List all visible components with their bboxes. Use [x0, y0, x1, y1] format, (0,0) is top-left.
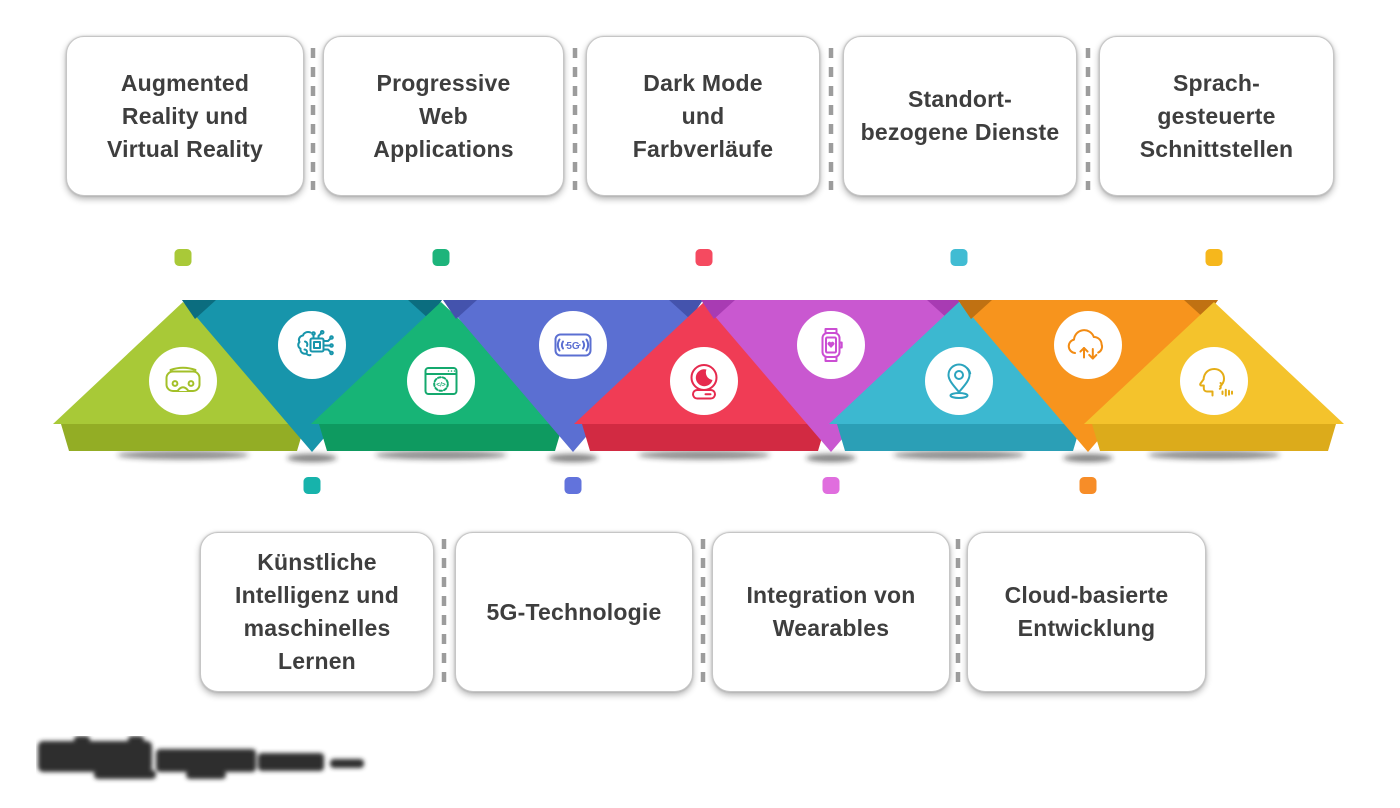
- triangle-shadow: [1148, 450, 1280, 460]
- smartwatch-icon: [821, 328, 843, 362]
- icon-circle: [407, 347, 475, 415]
- triangle-shadow: [806, 454, 856, 462]
- connector-marker: [695, 249, 713, 266]
- topic-card-5g: 5G-Technologie: [455, 532, 693, 692]
- topic-card-label: Standort- bezogene Dienste: [860, 86, 1060, 145]
- topic-card-voice-interfaces: Sprach- gesteuerte Schnittstellen: [1099, 36, 1334, 196]
- triangle-shadow: [548, 454, 598, 462]
- topic-card-cloud: Cloud-basierte Entwicklung: [967, 532, 1206, 692]
- topic-card-label: Cloud-basierte Entwicklung: [1004, 582, 1169, 641]
- connector-marker: [950, 249, 968, 266]
- moon-ball-icon: [690, 364, 718, 400]
- topic-card-location-services: Standort- bezogene Dienste: [843, 36, 1077, 196]
- topic-card-label: Künstliche Intelligenz und maschinelles …: [235, 549, 399, 674]
- connector-marker: [1079, 477, 1097, 494]
- triangle-shadow: [1063, 454, 1113, 462]
- topic-card-label: Augmented Reality und Virtual Reality: [107, 69, 263, 162]
- cloud-sync-icon: [1067, 329, 1104, 360]
- triangle-shadow: [117, 450, 249, 460]
- triangle-up: [1084, 302, 1344, 451]
- triangle-up: [574, 302, 834, 451]
- icon-circle: [149, 347, 217, 415]
- ai-chip-icon: [297, 330, 334, 357]
- triangle-shadow: [287, 454, 337, 462]
- svg-text:</>: </>: [436, 381, 446, 388]
- topic-card-progressive-web-apps: Progressive Web Applications: [323, 36, 564, 196]
- triangle-down: [701, 300, 961, 452]
- icon-circle: [278, 311, 346, 379]
- topic-card-label: 5G-Technologie: [486, 598, 662, 625]
- icon-circle: [1054, 311, 1122, 379]
- connector-marker: [174, 249, 192, 266]
- triangle-shadow: [638, 450, 770, 460]
- connector-marker: [303, 477, 321, 494]
- topic-card-label: Sprach- gesteuerte Schnittstellen: [1139, 69, 1294, 162]
- connector-marker: [822, 477, 840, 494]
- triangle-shadow: [375, 450, 507, 460]
- icon-circle: [539, 311, 607, 379]
- connector-marker: [564, 477, 582, 494]
- triangle-down: 5G: [443, 300, 703, 452]
- topic-card-label: Integration von Wearables: [746, 582, 916, 641]
- triangle-down: [182, 300, 442, 452]
- connector-marker: [1205, 249, 1223, 266]
- topic-card-augmented-reality: Augmented Reality und Virtual Reality: [66, 36, 304, 196]
- topic-card-label: Progressive Web Applications: [373, 69, 514, 162]
- topic-card-ai-ml: Künstliche Intelligenz und maschinelles …: [200, 532, 434, 692]
- triangle-up: </>: [311, 302, 571, 451]
- topic-card-label: Dark Mode und Farbverläufe: [632, 69, 774, 162]
- triangle-down: [958, 300, 1218, 452]
- watermark-logo: [38, 736, 364, 779]
- topic-card-wearables: Integration von Wearables: [712, 532, 950, 692]
- topic-card-dark-mode: Dark Mode und Farbverläufe: [586, 36, 820, 196]
- location-pin-icon: [947, 363, 972, 399]
- svg-text:5G: 5G: [566, 341, 580, 352]
- icon-circle: [1180, 347, 1248, 415]
- vr-headset-icon: [165, 366, 201, 392]
- triangle-up: [53, 302, 313, 451]
- icon-circle: [925, 347, 993, 415]
- triangle-shadow: [893, 450, 1025, 460]
- connector-marker: [432, 249, 450, 266]
- triangle-up: [829, 302, 1089, 451]
- 5g-chip-icon: 5G: [554, 333, 592, 357]
- browser-gear-icon: </>: [424, 367, 458, 395]
- voice-interface-icon: [1199, 368, 1233, 397]
